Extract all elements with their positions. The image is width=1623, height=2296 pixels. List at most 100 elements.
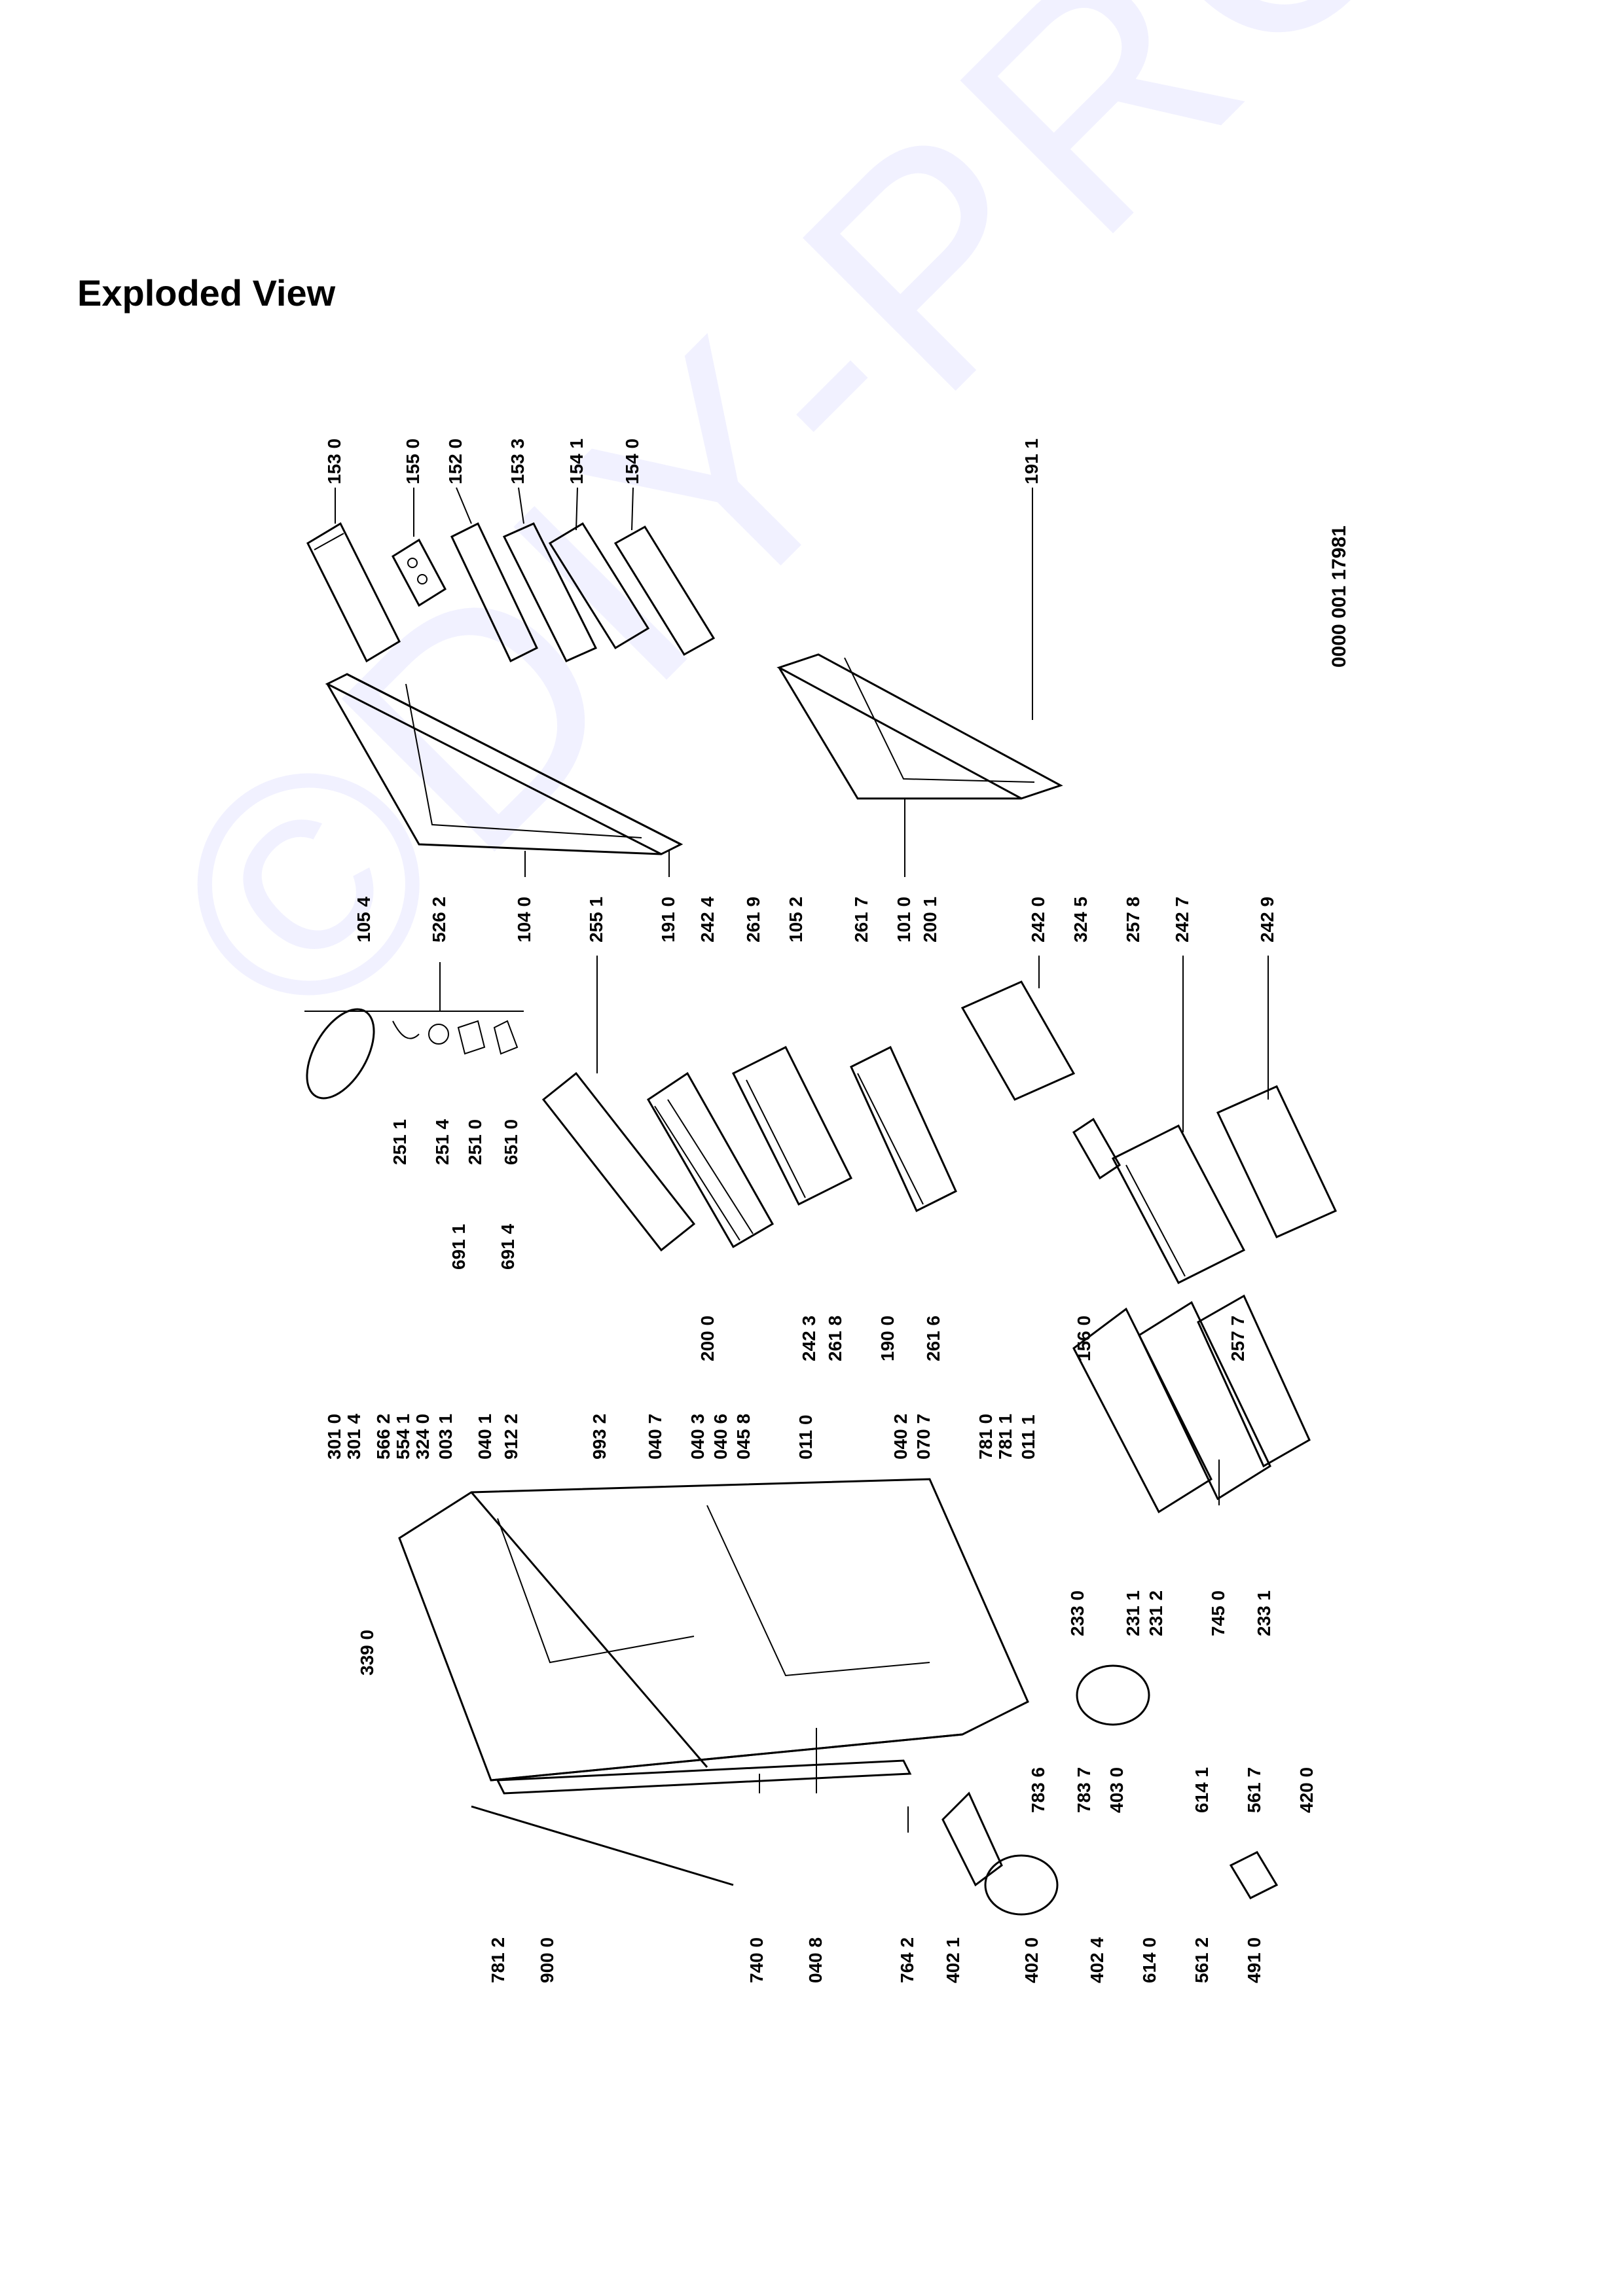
upper-door-104-0 xyxy=(325,673,684,855)
rail-740-0 xyxy=(496,1759,912,1795)
label-153-0: 153 0 xyxy=(324,439,344,484)
label-403-0: 403 0 xyxy=(1106,1767,1127,1813)
part-labels: 153 0 155 0 152 0 153 3 154 1 154 0 191 … xyxy=(324,439,1350,1983)
label-261-6: 261 6 xyxy=(923,1316,943,1361)
label-153-3: 153 3 xyxy=(507,439,528,484)
label-231-2: 231 2 xyxy=(1146,1590,1166,1636)
label-764-2: 764 2 xyxy=(897,1937,917,1983)
label-651-0: 651 0 xyxy=(501,1119,521,1165)
document-number: 0000 001 17981 xyxy=(1328,526,1350,668)
label-190-0: 190 0 xyxy=(877,1316,898,1361)
label-261-7: 261 7 xyxy=(851,897,871,942)
label-691-1: 691 1 xyxy=(448,1224,469,1270)
page-title: Exploded View xyxy=(77,272,336,314)
label-255-1: 255 1 xyxy=(586,897,606,942)
label-554-1: 554 1 xyxy=(393,1414,413,1460)
label-324-0: 324 0 xyxy=(412,1414,433,1460)
label-783-6: 783 6 xyxy=(1028,1767,1048,1813)
label-040-3: 040 3 xyxy=(687,1414,708,1460)
relay-491-0 xyxy=(1229,1851,1279,1899)
label-154-1: 154 1 xyxy=(566,439,587,484)
label-156-0: 156 0 xyxy=(1074,1316,1094,1361)
label-003-1: 003 1 xyxy=(435,1414,456,1460)
label-339-0: 339 0 xyxy=(357,1630,377,1676)
label-261-8: 261 8 xyxy=(825,1316,845,1361)
label-257-7: 257 7 xyxy=(1228,1316,1248,1361)
label-040-1: 040 1 xyxy=(475,1414,495,1460)
label-251-0: 251 0 xyxy=(465,1119,485,1165)
label-040-8: 040 8 xyxy=(805,1937,826,1983)
egg-tray-155-0 xyxy=(392,538,447,607)
label-251-4: 251 4 xyxy=(432,1119,452,1165)
shelf-200-0 xyxy=(646,1071,775,1249)
wire-shelves-745-0 xyxy=(1072,1294,1311,1514)
freezer-drawer-242-0 xyxy=(960,980,1076,1101)
label-152-0: 152 0 xyxy=(445,439,465,484)
freezer-drawer-242-9 xyxy=(1216,1085,1338,1238)
label-324-5: 324 5 xyxy=(1070,897,1091,942)
door-bin-153-0 xyxy=(306,522,401,663)
label-242-0: 242 0 xyxy=(1028,897,1048,942)
label-101-0: 101 0 xyxy=(894,897,914,942)
label-200-0: 200 0 xyxy=(697,1316,718,1361)
door-bin-153-3 xyxy=(502,522,598,662)
label-011-0: 011 0 xyxy=(795,1414,816,1460)
label-566-2: 566 2 xyxy=(373,1414,393,1460)
label-781-0: 781 0 xyxy=(976,1414,996,1460)
label-301-4: 301 4 xyxy=(344,1414,364,1460)
label-261-9: 261 9 xyxy=(743,897,763,942)
label-155-0: 155 0 xyxy=(403,439,423,484)
label-045-8: 045 8 xyxy=(733,1414,754,1460)
label-154-0: 154 0 xyxy=(622,439,642,484)
label-242-3: 242 3 xyxy=(799,1316,819,1361)
label-301-0: 301 0 xyxy=(324,1414,344,1460)
door-bin-154-1 xyxy=(548,522,650,650)
label-105-4: 105 4 xyxy=(354,897,374,942)
label-191-0: 191 0 xyxy=(658,897,678,942)
shelf-190-0 xyxy=(850,1045,957,1213)
label-402-0: 402 0 xyxy=(1021,1937,1042,1983)
door-bin-152-0 xyxy=(450,522,538,663)
label-912-2: 912 2 xyxy=(501,1414,521,1460)
label-900-0: 900 0 xyxy=(537,1937,557,1983)
label-233-1: 233 1 xyxy=(1254,1590,1274,1636)
label-040-7: 040 7 xyxy=(645,1414,665,1460)
label-242-7: 242 7 xyxy=(1172,897,1192,942)
leader-lines xyxy=(304,487,1269,1833)
label-614-1: 614 1 xyxy=(1192,1767,1212,1813)
label-070-7: 070 7 xyxy=(913,1414,934,1460)
label-233-0: 233 0 xyxy=(1067,1590,1087,1636)
lamp-assembly xyxy=(306,1008,519,1100)
crisper-242-3 xyxy=(731,1045,853,1206)
ice-tray-156-0 xyxy=(1072,1117,1121,1180)
cabinet-body xyxy=(398,1478,1029,1782)
label-040-2: 040 2 xyxy=(890,1414,911,1460)
label-745-0: 745 0 xyxy=(1208,1590,1228,1636)
label-105-2: 105 2 xyxy=(786,897,806,942)
label-526-2: 526 2 xyxy=(429,897,449,942)
label-104-0: 104 0 xyxy=(514,897,534,942)
glass-shelf-255-1 xyxy=(541,1071,696,1252)
freezer-drawer-242-7 xyxy=(1111,1124,1246,1284)
label-691-4: 691 4 xyxy=(498,1224,518,1270)
label-231-1: 231 1 xyxy=(1123,1590,1143,1636)
label-402-1: 402 1 xyxy=(943,1937,963,1983)
label-257-8: 257 8 xyxy=(1123,897,1143,942)
label-491-0: 491 0 xyxy=(1244,1937,1264,1983)
motor-402-1 xyxy=(941,1791,1003,1887)
label-420-0: 420 0 xyxy=(1296,1767,1317,1813)
label-993-2: 993 2 xyxy=(589,1414,610,1460)
label-242-9: 242 9 xyxy=(1257,897,1277,942)
label-251-1: 251 1 xyxy=(390,1119,410,1165)
label-191-1: 191 1 xyxy=(1021,439,1042,484)
label-781-1: 781 1 xyxy=(995,1414,1015,1460)
label-740-0: 740 0 xyxy=(746,1937,767,1983)
rod-781-2 xyxy=(471,1805,734,1886)
label-781-2: 781 2 xyxy=(488,1937,508,1983)
label-783-7: 783 7 xyxy=(1074,1767,1094,1813)
label-040-6: 040 6 xyxy=(710,1414,731,1460)
parts-art xyxy=(306,522,1338,1916)
label-200-1: 200 1 xyxy=(920,897,940,942)
door-bin-154-0 xyxy=(613,525,716,656)
